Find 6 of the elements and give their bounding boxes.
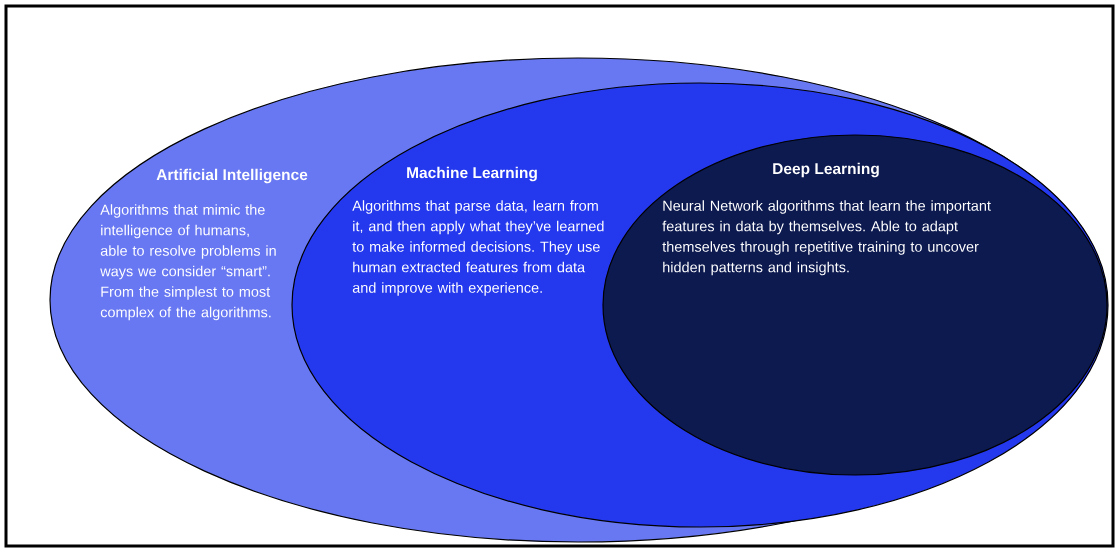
- description: Neural Network algorithms that learn the important features in data by themselves. Able to adapt themselves through repetitive training to uncover hidden patterns and insights.: [662, 200, 991, 276]
- heading: Artificial Intelligence: [156, 168, 308, 184]
- description: Algorithms that parse data, learn from it, and then apply what they’ve learned to make informed decisions. They use human extracted features from data and improve with experience.: [352, 200, 604, 296]
- heading: Deep Learning: [773, 162, 879, 178]
- heading: Machine Learning: [407, 166, 537, 182]
- description: Algorithms that mimic the intelligence of humans, able to resolve problems in ways we consider “smart”. From the simplest to most complex of the algorithms.: [100, 204, 276, 321]
